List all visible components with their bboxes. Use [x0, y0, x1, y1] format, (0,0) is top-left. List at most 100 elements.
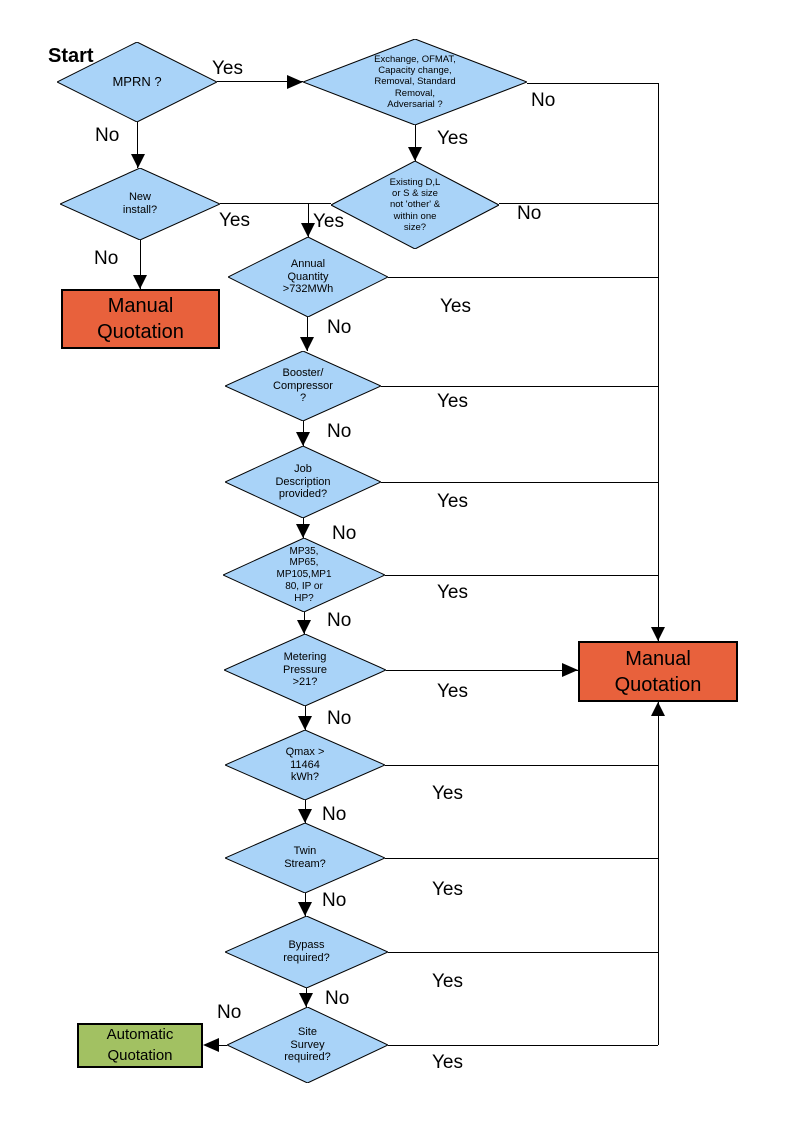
decision-meter-type-label: MP35, MP65, MP105,MP1 80, IP or HP?	[276, 545, 332, 604]
arrowhead-into-automatic	[203, 1038, 219, 1052]
arrowhead-into-meter-type	[296, 524, 310, 538]
edge-label-job-yes: Yes	[437, 491, 468, 512]
decision-annual-quantity: Annual Quantity >732MWh	[228, 237, 388, 317]
connector-bypass-yes	[388, 952, 658, 953]
edge-label-exchange-no: No	[531, 90, 556, 111]
connector-yes-junction-down	[308, 203, 309, 237]
decision-metering-pressure: Metering Pressure >21?	[224, 634, 386, 706]
connector-twin-yes	[385, 858, 658, 859]
edge-label-site-no: No	[217, 1002, 242, 1023]
arrowhead-into-job	[296, 432, 310, 446]
connector-exchange-yes	[415, 125, 416, 161]
edge-label-new-install-yes: Yes	[219, 210, 250, 231]
arrowhead-into-existing	[408, 147, 422, 161]
edge-label-booster-no: No	[327, 421, 352, 442]
decision-job-description: Job Description provided?	[225, 446, 381, 518]
edge-label-bypass-no: No	[325, 988, 350, 1009]
arrowhead-into-manual-right-bottom	[651, 702, 665, 716]
arrowhead-into-manual-right-top	[651, 627, 665, 641]
decision-annual-quantity-label: Annual Quantity >732MWh	[282, 257, 334, 296]
decision-existing: Existing D,L or S & size not 'other' & w…	[331, 161, 499, 249]
edge-label-site-yes: Yes	[432, 1052, 463, 1073]
diamond-shape	[57, 42, 217, 122]
decision-meter-type: MP35, MP65, MP105,MP1 80, IP or HP?	[223, 538, 385, 612]
arrowhead-into-manual-right-left	[562, 663, 578, 677]
connector-mprn-yes	[217, 81, 303, 82]
decision-bypass-label: Bypass required?	[283, 939, 330, 964]
edge-label-qmax-no: No	[322, 804, 347, 825]
edge-label-existing-yes: Yes	[313, 211, 344, 232]
manual-quotation-box-left: Manual Quotation	[61, 289, 220, 349]
diamond-shape	[225, 916, 388, 988]
connector-existing-no	[499, 203, 658, 204]
connector-mprn-no	[137, 122, 138, 168]
diamond-shape	[224, 634, 386, 706]
edge-label-annual-no: No	[327, 317, 352, 338]
decision-twin-stream: Twin Stream?	[225, 823, 385, 893]
diamond-shape	[228, 237, 388, 317]
arrowhead-into-booster	[300, 337, 314, 351]
decision-twin-stream-label: Twin Stream?	[284, 845, 326, 870]
arrowhead-into-site-survey	[299, 993, 313, 1007]
decision-mprn-label: MPRN ?	[112, 74, 162, 90]
diamond-shape	[225, 823, 385, 893]
diamond-shape	[223, 538, 385, 612]
manual-quotation-box-right: Manual Quotation	[578, 641, 738, 702]
diamond-shape	[225, 351, 381, 421]
edge-label-existing-no: No	[517, 203, 542, 224]
arrowhead-into-exchange	[287, 75, 303, 89]
connector-right-bus-bottom	[658, 702, 659, 1045]
decision-exchange-label: Exchange, OFMAT, Capacity change, Remova…	[374, 53, 456, 110]
connector-metering-yes	[386, 670, 578, 671]
connector-meter-type-yes	[385, 575, 658, 576]
edge-label-mprn-yes: Yes	[212, 58, 243, 79]
decision-qmax-label: Qmax > 11464 kWh?	[285, 745, 325, 784]
connector-job-yes	[381, 482, 658, 483]
connector-annual-yes	[388, 277, 658, 278]
edge-label-job-no: No	[332, 523, 357, 544]
arrowhead-into-metering	[297, 620, 311, 634]
edge-label-twin-no: No	[322, 890, 347, 911]
edge-label-meter-type-yes: Yes	[437, 582, 468, 603]
edge-label-annual-yes: Yes	[440, 296, 471, 317]
diamond-shape	[60, 168, 220, 240]
edge-label-meter-type-no: No	[327, 610, 352, 631]
decision-booster-label: Booster/ Compressor ?	[273, 366, 333, 405]
decision-site-survey: Site Survey required?	[227, 1007, 388, 1083]
arrowhead-into-bypass	[298, 902, 312, 916]
connector-newinstall-no	[140, 240, 141, 289]
diamond-shape	[225, 446, 381, 518]
diamond-shape	[303, 39, 527, 125]
connector-right-bus-top	[658, 83, 659, 641]
decision-new-install-label: New install?	[122, 191, 158, 216]
edge-label-twin-yes: Yes	[432, 879, 463, 900]
edge-label-metering-yes: Yes	[437, 681, 468, 702]
edge-label-bypass-yes: Yes	[432, 971, 463, 992]
decision-metering-pressure-label: Metering Pressure >21?	[282, 650, 328, 689]
start-label: Start	[48, 45, 94, 67]
arrowhead-into-manual-left	[133, 275, 147, 289]
decision-bypass: Bypass required?	[225, 916, 388, 988]
arrowhead-into-annual	[301, 223, 315, 237]
diamond-shape	[331, 161, 499, 249]
arrowhead-into-new-install	[131, 154, 145, 168]
edge-label-qmax-yes: Yes	[432, 783, 463, 804]
edge-label-metering-no: No	[327, 708, 352, 729]
connector-qmax-yes	[385, 765, 658, 766]
decision-qmax: Qmax > 11464 kWh?	[225, 730, 385, 800]
connector-site-no	[211, 1045, 227, 1046]
connector-booster-yes	[381, 386, 658, 387]
decision-exchange: Exchange, OFMAT, Capacity change, Remova…	[303, 39, 527, 125]
edge-label-mprn-no: No	[95, 125, 120, 146]
arrowhead-into-qmax	[298, 716, 312, 730]
arrowhead-into-twin	[298, 809, 312, 823]
decision-new-install: New install?	[60, 168, 220, 240]
connector-annual-no	[307, 317, 308, 351]
decision-existing-label: Existing D,L or S & size not 'other' & w…	[389, 176, 441, 233]
edge-label-booster-yes: Yes	[437, 391, 468, 412]
decision-job-description-label: Job Description provided?	[275, 462, 331, 501]
diamond-shape	[225, 730, 385, 800]
edge-label-exchange-yes: Yes	[437, 128, 468, 149]
decision-booster: Booster/ Compressor ?	[225, 351, 381, 421]
